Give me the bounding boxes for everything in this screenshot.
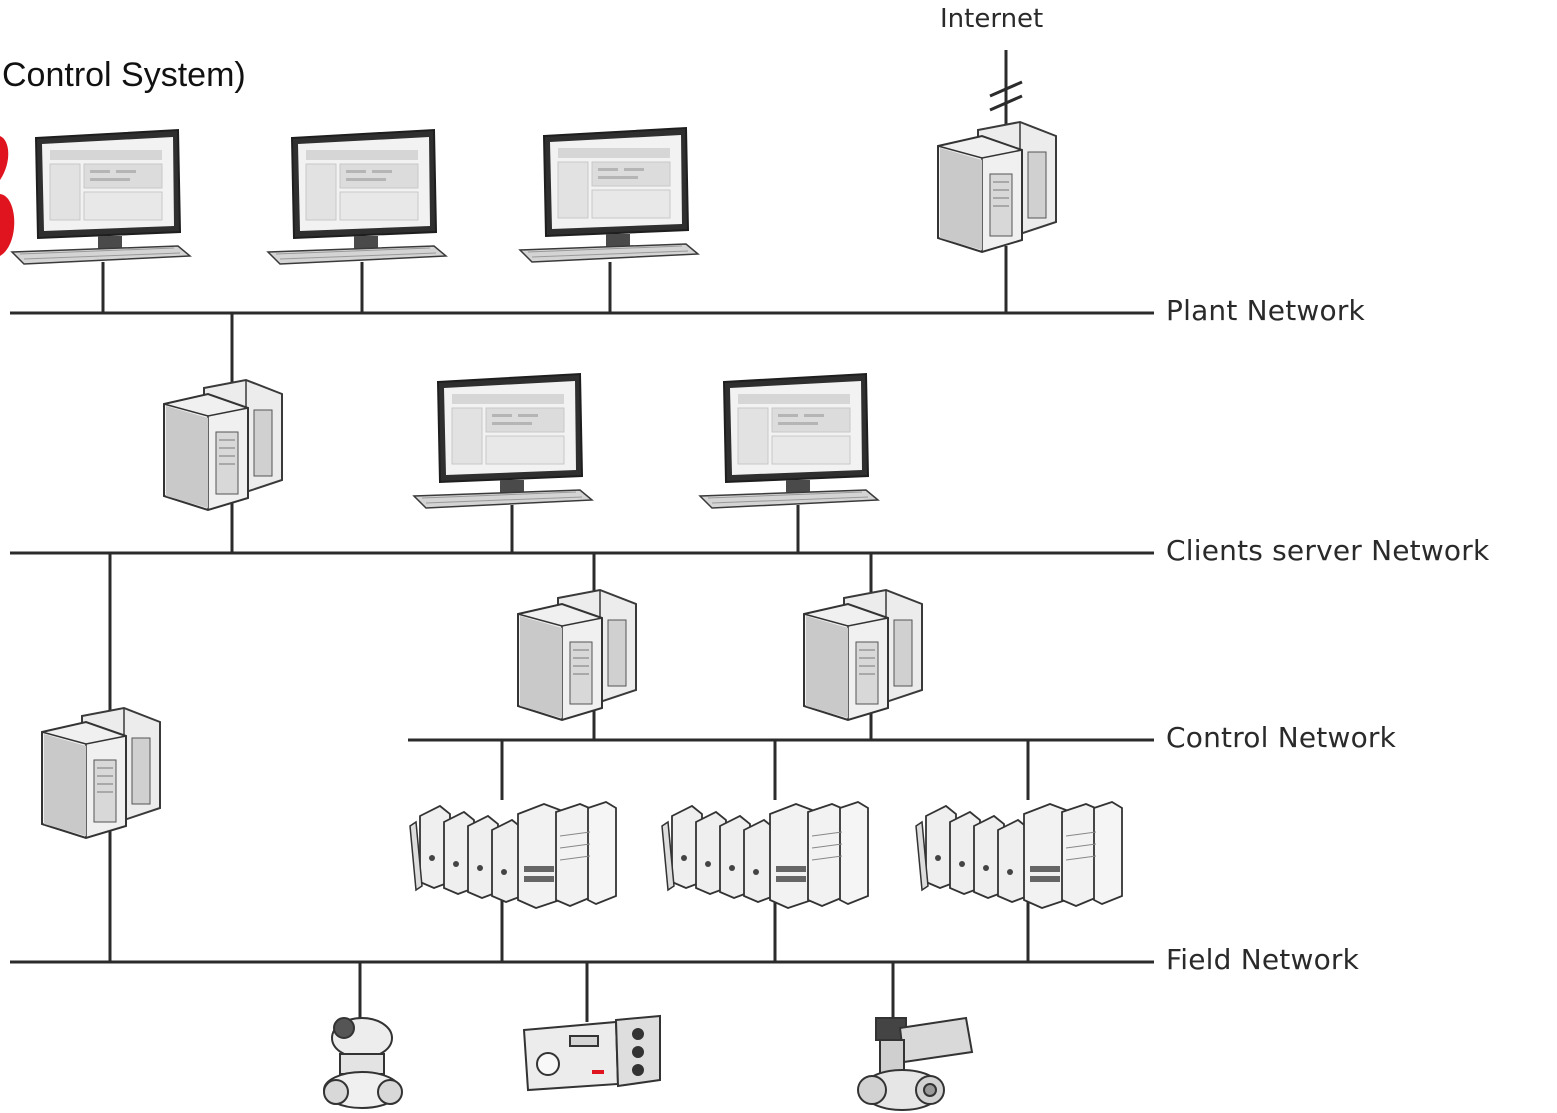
plant-network-label: Plant Network bbox=[1166, 294, 1365, 327]
client-server-icon bbox=[163, 379, 283, 511]
field-network-label: Field Network bbox=[1166, 943, 1360, 976]
control-server-1 bbox=[517, 589, 637, 721]
positioner-icon bbox=[522, 1014, 661, 1092]
plant-server-icon bbox=[937, 121, 1057, 253]
field-server-icon bbox=[41, 707, 161, 839]
plant-workstation-1 bbox=[11, 129, 191, 265]
control-server-2 bbox=[803, 589, 923, 721]
red-marker-bottom bbox=[0, 194, 15, 256]
client-workstation-2 bbox=[699, 373, 879, 509]
clients-server-network-label: Clients server Network bbox=[1166, 534, 1490, 567]
plant-workstation-2 bbox=[267, 129, 447, 265]
page-title: Control System) bbox=[2, 56, 246, 94]
io-rack-2 bbox=[661, 801, 869, 909]
valve-actuator-icon bbox=[323, 1017, 403, 1109]
io-rack-1 bbox=[409, 801, 617, 909]
io-rack-3 bbox=[915, 801, 1123, 909]
red-marker-top bbox=[0, 136, 9, 180]
control-network-label: Control Network bbox=[1166, 721, 1397, 754]
client-workstation-1 bbox=[413, 373, 593, 509]
internet-label: Internet bbox=[940, 4, 1044, 34]
control-valve-icon bbox=[857, 1016, 974, 1111]
plant-workstation-3 bbox=[519, 127, 699, 263]
